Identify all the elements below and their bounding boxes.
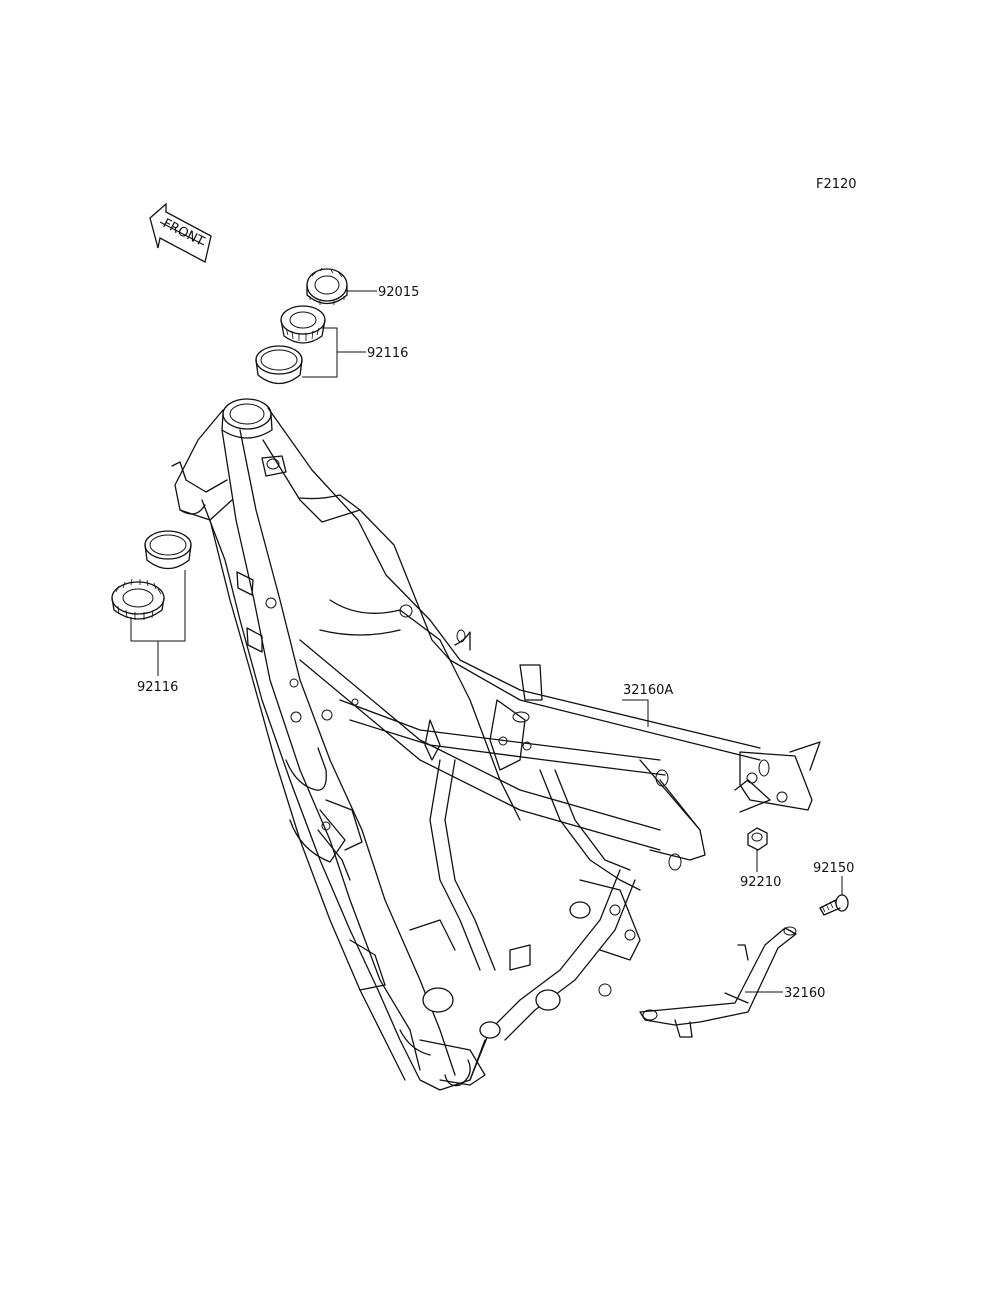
lower-bearing <box>111 578 165 620</box>
upper-race <box>255 345 303 385</box>
label-92116-lower: 92116 <box>137 680 178 695</box>
steering-stem-nut <box>306 267 348 305</box>
motorcycle-frame <box>171 398 821 1091</box>
upper-bearing <box>280 305 326 344</box>
label-92015: 92015 <box>378 285 419 300</box>
nut-92210 <box>747 827 768 851</box>
bracket-32160 <box>639 926 797 1038</box>
label-32160A: 32160A <box>623 683 673 698</box>
bolt-92150 <box>819 894 849 916</box>
front-arrow-icon: FRONT <box>149 202 212 263</box>
lower-race <box>144 530 192 570</box>
label-92210: 92210 <box>740 875 781 890</box>
label-32160: 32160 <box>784 986 825 1001</box>
label-92150: 92150 <box>813 861 854 876</box>
label-92116-upper: 92116 <box>367 346 408 361</box>
figure-code: F2120 <box>816 177 857 192</box>
